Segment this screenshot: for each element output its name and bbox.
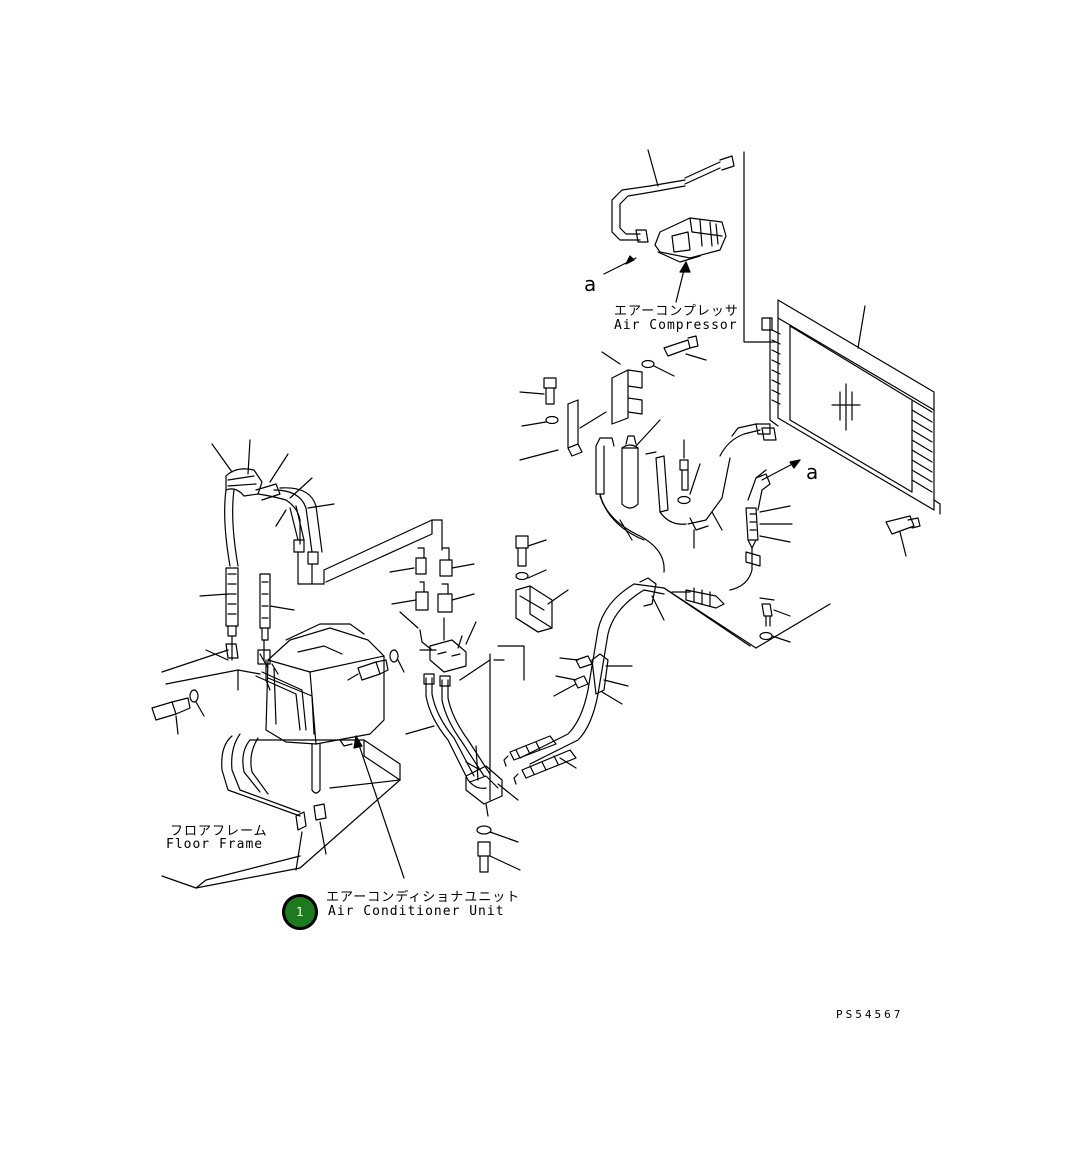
floor-frame [161, 733, 401, 889]
pressure-switches [389, 547, 477, 673]
drier-bracket [519, 399, 583, 461]
floor-frame-label-jp: フロアフレーム [170, 824, 268, 839]
condenser [761, 299, 941, 557]
left-hoses [161, 439, 335, 691]
air-compressor [654, 217, 727, 263]
drawing-code: PS54567 [836, 1008, 904, 1021]
compressor-leaders [603, 149, 691, 303]
compressor-hose [611, 151, 777, 343]
compressor-label-jp: エアーコンプレッサ [614, 304, 739, 319]
unit-leader [353, 735, 405, 879]
floor-frame-label-en: Floor Frame [166, 837, 264, 852]
lower-pipes [405, 673, 519, 817]
callout-marker-number: 1 [296, 905, 304, 919]
compressor-label-en: Air Compressor [614, 318, 738, 333]
unit-bolt [151, 649, 405, 735]
receiver-drier [579, 351, 661, 509]
air-conditioner-unit [255, 623, 385, 747]
reference-a-condenser: a [806, 460, 819, 484]
reference-a-compressor: a [584, 272, 597, 296]
unit-label-en: Air Conditioner Unit [328, 904, 505, 919]
main-pipes [503, 577, 751, 785]
center-bracket [515, 535, 569, 633]
callout-marker[interactable]: 1 [282, 894, 318, 930]
right-hose [671, 459, 801, 643]
drier-bolts [519, 335, 707, 505]
drier-hoses [595, 423, 771, 573]
lower-bolt [476, 825, 521, 873]
unit-label-jp: エアーコンディショナユニット [326, 890, 521, 905]
schematic-lines [323, 519, 831, 801]
